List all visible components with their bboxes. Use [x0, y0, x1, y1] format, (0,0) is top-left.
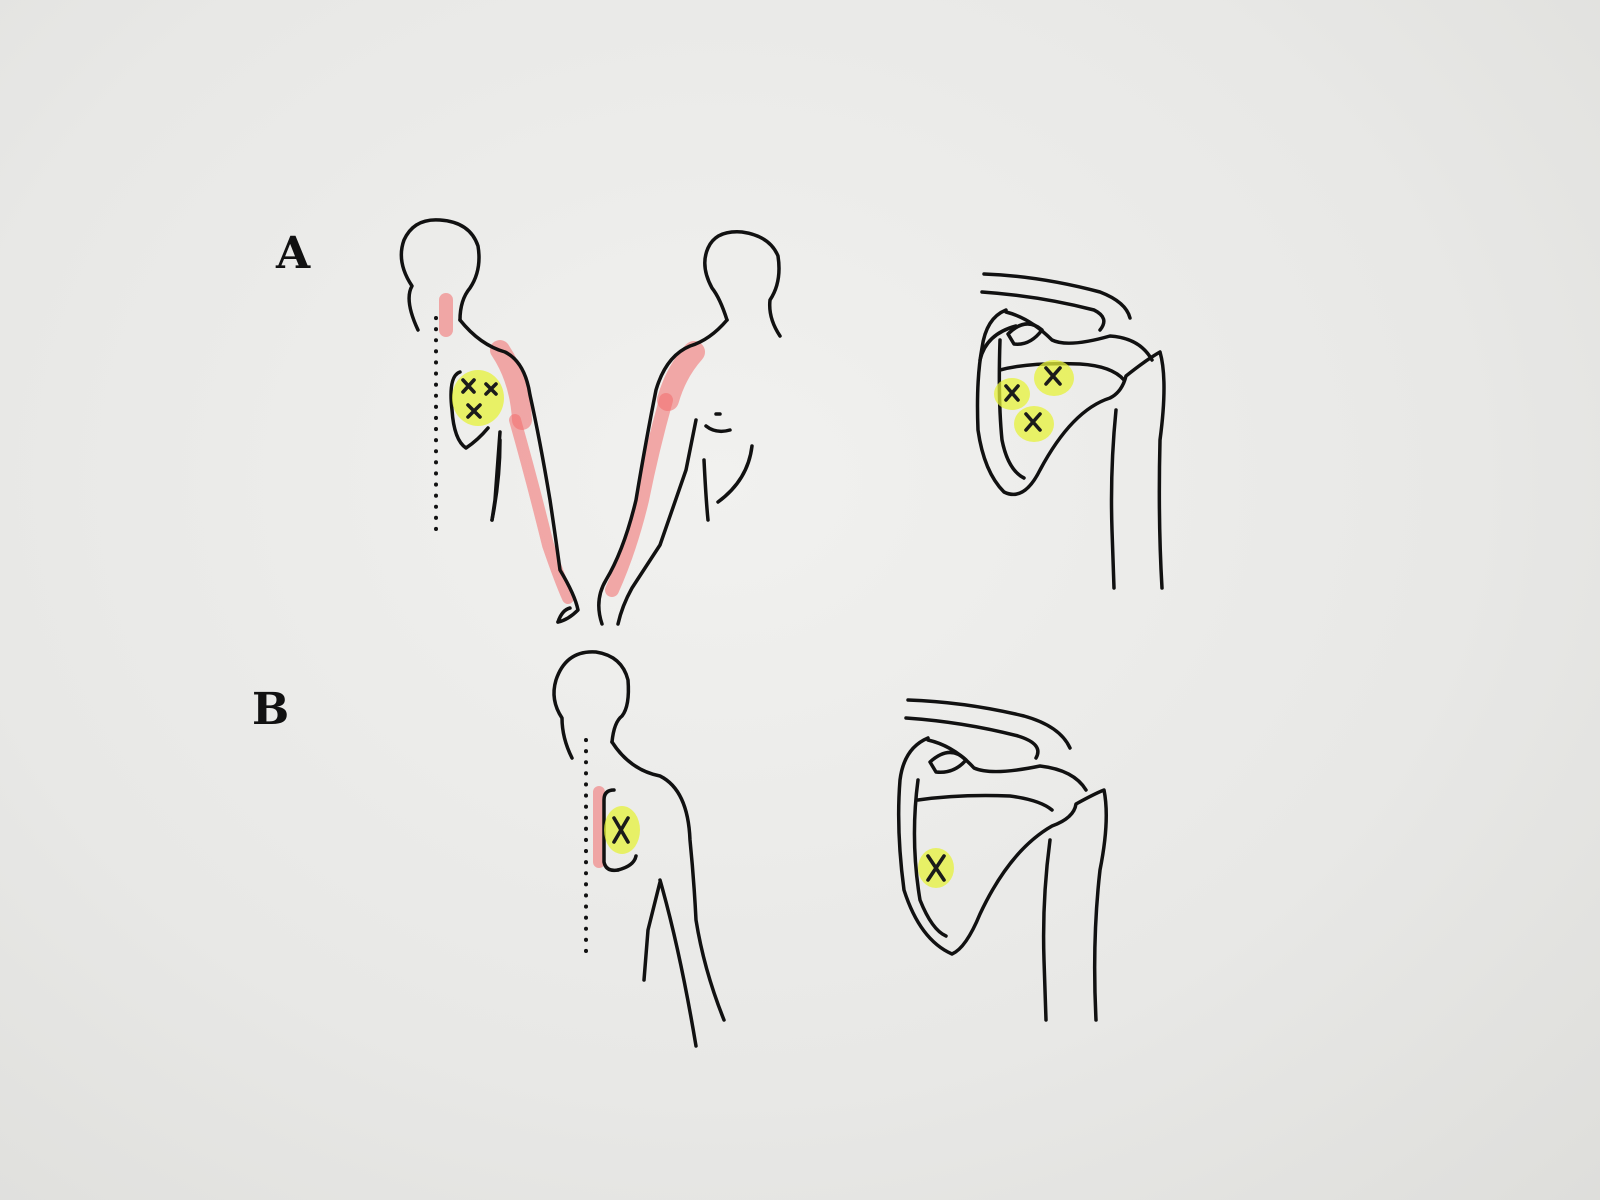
clavicle-line [982, 272, 1132, 320]
arm-contour [490, 438, 502, 522]
spine-of-scapula-b [912, 778, 948, 938]
x-mark-icon [612, 816, 630, 844]
torso-outline [458, 318, 580, 624]
arm-inner-b [642, 880, 662, 982]
glenoid-upper-b [928, 750, 968, 774]
x-mark-icon [926, 854, 946, 882]
humerus-line-b [1041, 838, 1052, 1022]
head-outline [399, 218, 481, 332]
panel-label-b: B [252, 684, 289, 735]
clavicle-line-inner-b [904, 716, 1040, 760]
scapula-diagram-b [896, 698, 1108, 1022]
x-mark-icon [1044, 366, 1062, 386]
figure-b-back-view [552, 650, 726, 1048]
scapula-outer-frame [978, 324, 1018, 362]
pain-zone-front-arm [605, 393, 673, 597]
acromion-outline-b [926, 738, 1088, 792]
figure-a-front-view [597, 230, 782, 626]
scapula-diagram-a [975, 272, 1166, 590]
trigger-point-b-back [604, 806, 640, 854]
head-outline-b [552, 650, 631, 760]
pain-zone-shoulder [490, 340, 532, 430]
scapula-outline-b [896, 736, 1108, 1022]
trigger-point-cluster-a-back [452, 370, 504, 426]
scapula-bracket-b [602, 788, 620, 873]
x-mark-icon [461, 378, 476, 394]
scapula-inner-ridge [998, 361, 1126, 382]
front-chest-line [716, 444, 754, 504]
acromion-outline [1004, 310, 1154, 362]
nipple-mark [704, 412, 732, 434]
hand-outline [556, 606, 572, 624]
glenoid-upper [1006, 322, 1044, 346]
x-mark-icon [1004, 384, 1020, 402]
scapula-lower-b [616, 854, 638, 872]
front-arm-inner [616, 418, 698, 626]
arm-line-b [658, 878, 698, 1048]
x-mark-icon [466, 403, 482, 419]
figure-a-back-view [399, 218, 580, 624]
front-arm-outer [597, 318, 729, 626]
pain-zone-arm [509, 414, 574, 604]
x-mark-icon [1024, 412, 1042, 432]
scapula-outline [449, 370, 490, 450]
trigger-point-cluster-a-scapula [994, 360, 1074, 442]
front-torso [702, 458, 710, 522]
scapula-ridge-b [916, 793, 1054, 812]
humerus-line [1109, 408, 1118, 590]
head-outline-front [703, 230, 782, 338]
trigger-highlight [452, 370, 504, 426]
scapula-outline-a [975, 308, 1166, 590]
clavicle-line-b [906, 698, 1072, 750]
x-mark-icon [484, 382, 498, 396]
clavicle-line-inner [980, 290, 1106, 332]
spine-of-scapula [997, 338, 1026, 480]
panel-label-a: A [275, 228, 311, 279]
trigger-point-b-scapula [918, 848, 954, 888]
torso-outline-b [610, 740, 726, 1022]
